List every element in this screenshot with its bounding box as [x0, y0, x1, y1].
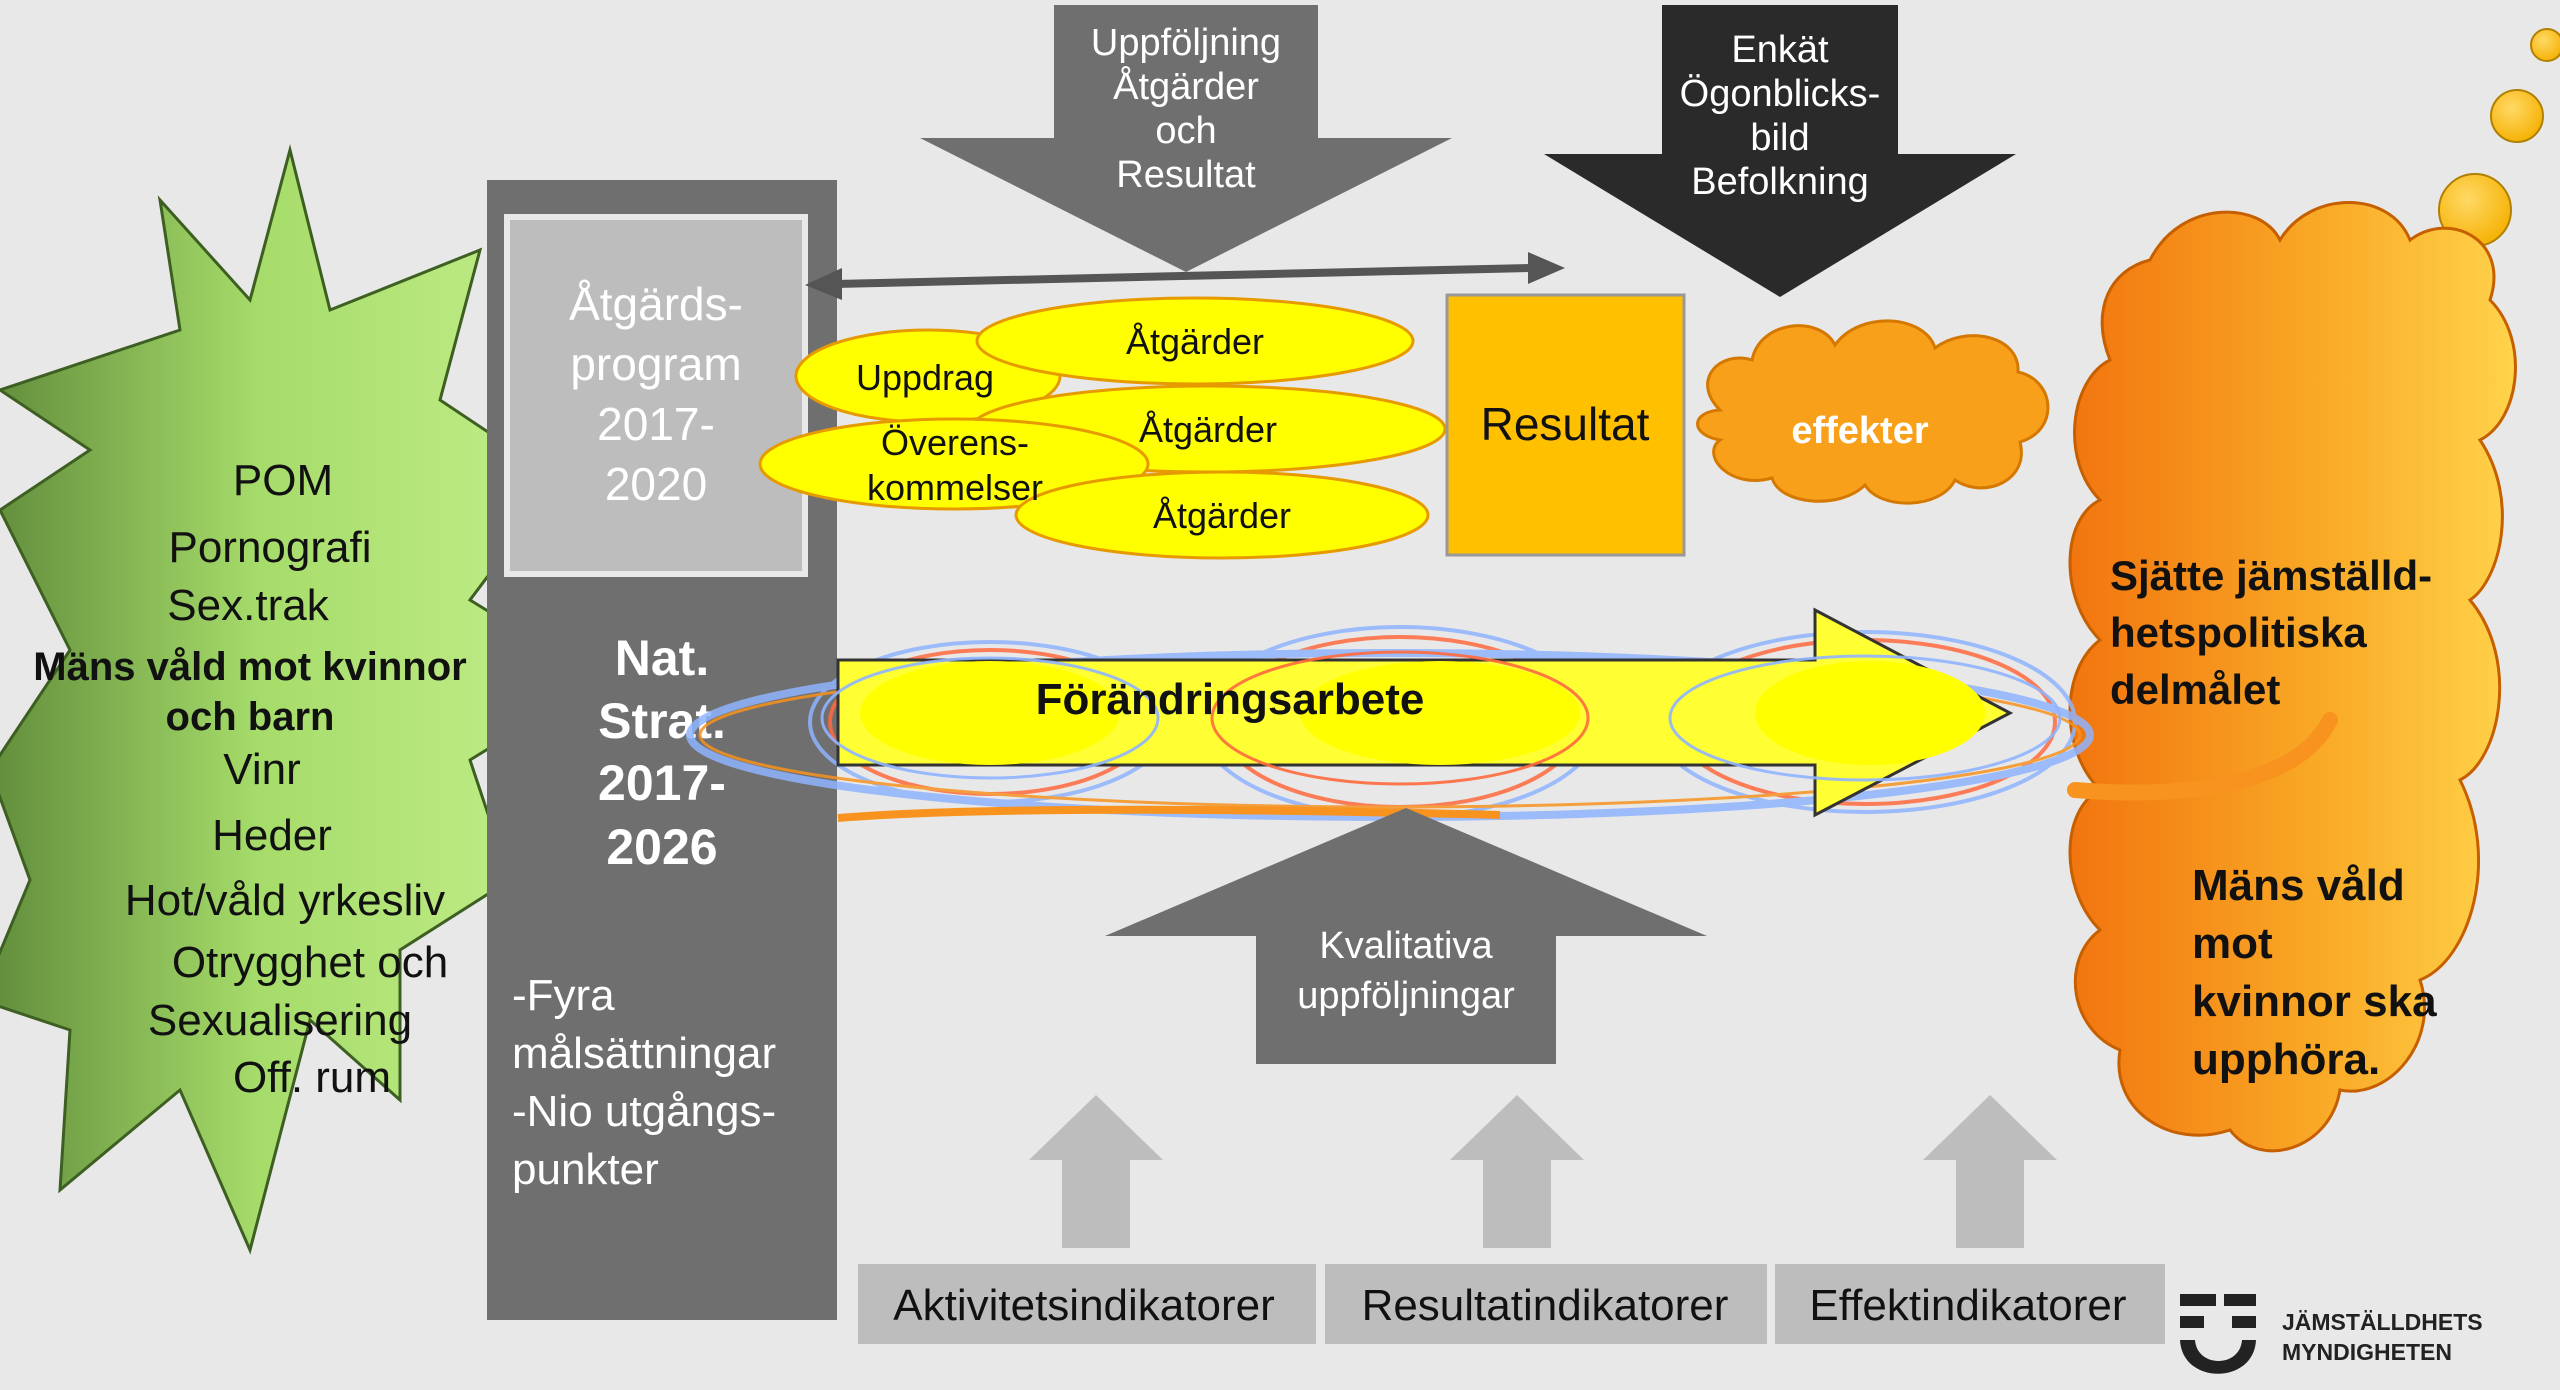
svg-text:uppföljningar: uppföljningar — [1297, 975, 1515, 1017]
svg-text:Mäns våld: Mäns våld — [2192, 861, 2405, 910]
svg-text:Nat.: Nat. — [615, 630, 709, 686]
issue-hot-vald: Hot/våld yrkesliv — [125, 876, 445, 925]
issue-heder: Heder — [212, 811, 332, 860]
action-program-text: Åtgärds- program 2017- 2020 — [569, 278, 743, 510]
overens-label-2: kommelser — [867, 467, 1043, 508]
issue-off-rum: Off. rum — [233, 1053, 391, 1102]
svg-text:2026: 2026 — [606, 819, 717, 875]
svg-text:målsättningar: målsättningar — [512, 1029, 776, 1078]
uppdrag-label: Uppdrag — [856, 357, 994, 398]
change-work-band: Förändringsarbete — [686, 607, 2094, 822]
overens-label-1: Överens- — [881, 422, 1029, 463]
svg-text:Befolkning: Befolkning — [1691, 161, 1868, 203]
followup-arrow-text: Uppföljning Åtgärder och Resultat — [1091, 22, 1281, 196]
logo-hook — [2180, 1340, 2256, 1374]
nat-strat-text: Nat. Strat. 2017- 2026 — [598, 630, 726, 875]
logo-text-line-1: JÄMSTÄLLDHETS — [2282, 1309, 2483, 1335]
resultat-label: Resultat — [1481, 398, 1650, 450]
goal-cloud — [2068, 201, 2517, 1153]
svg-text:Åtgärder: Åtgärder — [1113, 64, 1259, 108]
up-arrow-result — [1450, 1095, 1584, 1248]
svg-text:Uppföljning: Uppföljning — [1091, 22, 1281, 64]
effect-indicators-box — [1775, 1264, 2165, 1344]
change-work-label: Förändringsarbete — [1036, 675, 1425, 724]
logo-bar-4 — [2232, 1316, 2256, 1328]
svg-text:Kvalitativa: Kvalitativa — [1319, 925, 1493, 967]
svg-text:2017-: 2017- — [597, 398, 715, 450]
result-indicators-label: Resultatindikatorer — [1362, 1281, 1729, 1330]
logo-text-line-2: MYNDIGHETEN — [2282, 1339, 2452, 1365]
svg-text:Ögonblicks-: Ögonblicks- — [1680, 73, 1881, 115]
survey-arrow — [1544, 5, 2016, 297]
action-program-box — [504, 214, 808, 577]
logo-bar-1 — [2180, 1294, 2216, 1306]
logo-bar-2 — [2224, 1294, 2256, 1306]
measures-ellipses — [758, 296, 1447, 560]
thought-bubble-small — [2530, 28, 2560, 62]
svg-text:2017-: 2017- — [598, 755, 726, 811]
goal-target-text: Mäns våld mot kvinnor ska upphöra. — [2192, 861, 2437, 1084]
effekter-cloud — [1696, 319, 2050, 505]
ellipse-atgarder-1 — [975, 296, 1415, 386]
measures-text: Uppdrag Åtgärder Åtgärder Överens- komme… — [856, 321, 1291, 536]
issue-sexualisering: Sexualisering — [148, 996, 412, 1045]
goal-cloud-swoosh — [2067, 712, 2338, 801]
qualitative-followup-arrow — [1105, 808, 1707, 1064]
svg-text:bild: bild — [1750, 117, 1809, 159]
issue-pom: POM — [233, 456, 333, 505]
issue-mens-violence-2: och barn — [166, 695, 335, 739]
thought-bubble-medium — [2490, 89, 2544, 143]
issue-otrygghet: Otrygghet och — [172, 938, 448, 987]
issue-vinr: Vinr — [223, 745, 300, 794]
atgarder-label-2: Åtgärder — [1139, 409, 1277, 450]
svg-text:och: och — [1155, 110, 1216, 152]
activity-indicators-label: Aktivitetsindikatorer — [893, 1281, 1274, 1330]
svg-text:Enkät: Enkät — [1731, 29, 1829, 71]
ellipse-overenskommelser — [758, 417, 1150, 511]
resultat-box — [1445, 293, 1686, 557]
atgarder-label-3: Åtgärder — [1153, 495, 1291, 536]
svg-text:upphöra.: upphöra. — [2192, 1035, 2380, 1084]
svg-text:hetspolitiska: hetspolitiska — [2110, 609, 2367, 656]
qualitative-text: Kvalitativa uppföljningar — [1297, 925, 1515, 1017]
svg-text:-Nio utgångs-: -Nio utgångs- — [512, 1087, 776, 1136]
svg-text:delmålet: delmålet — [2110, 666, 2280, 713]
strategy-goals-text: -Fyra målsättningar -Nio utgångs- punkte… — [512, 971, 776, 1194]
issue-pornografi: Pornografi — [168, 523, 371, 572]
svg-text:punkter: punkter — [512, 1145, 659, 1194]
issue-sextrak: Sex.trak — [167, 581, 329, 630]
effect-indicators-label: Effektindikatorer — [1809, 1281, 2126, 1330]
issues-star-text: POM Pornografi Sex.trak Mäns våld mot kv… — [33, 456, 466, 1102]
svg-text:mot: mot — [2192, 919, 2273, 968]
logo-bar-3 — [2180, 1316, 2204, 1328]
followup-arrow — [920, 5, 1452, 272]
svg-text:kvinnor ska: kvinnor ska — [2192, 977, 2437, 1026]
result-indicators-box — [1325, 1264, 1767, 1344]
ellipse-atgarder-3 — [1014, 470, 1430, 560]
survey-arrow-text: Enkät Ögonblicks- bild Befolkning — [1680, 29, 1881, 203]
atgarder-label-1: Åtgärder — [1126, 321, 1264, 362]
issue-mens-violence-1: Mäns våld mot kvinnor — [33, 645, 466, 689]
svg-text:Åtgärds-: Åtgärds- — [569, 278, 743, 330]
effekter-label: effekter — [1791, 410, 1928, 452]
svg-text:Sjätte jämställd-: Sjätte jämställd- — [2110, 552, 2432, 599]
svg-text:Resultat: Resultat — [1116, 154, 1256, 196]
double-arrow-connector — [805, 252, 1565, 300]
up-arrow-activity — [1029, 1095, 1163, 1248]
goal-title-text: Sjätte jämställd- hetspolitiska delmålet — [2110, 552, 2432, 713]
svg-text:2020: 2020 — [605, 458, 707, 510]
svg-text:program: program — [570, 338, 741, 390]
svg-text:-Fyra: -Fyra — [512, 971, 615, 1020]
agency-logo: JÄMSTÄLLDHETS MYNDIGHETEN — [2180, 1294, 2483, 1374]
up-arrow-effect — [1923, 1095, 2057, 1248]
activity-indicators-box — [858, 1264, 1316, 1344]
